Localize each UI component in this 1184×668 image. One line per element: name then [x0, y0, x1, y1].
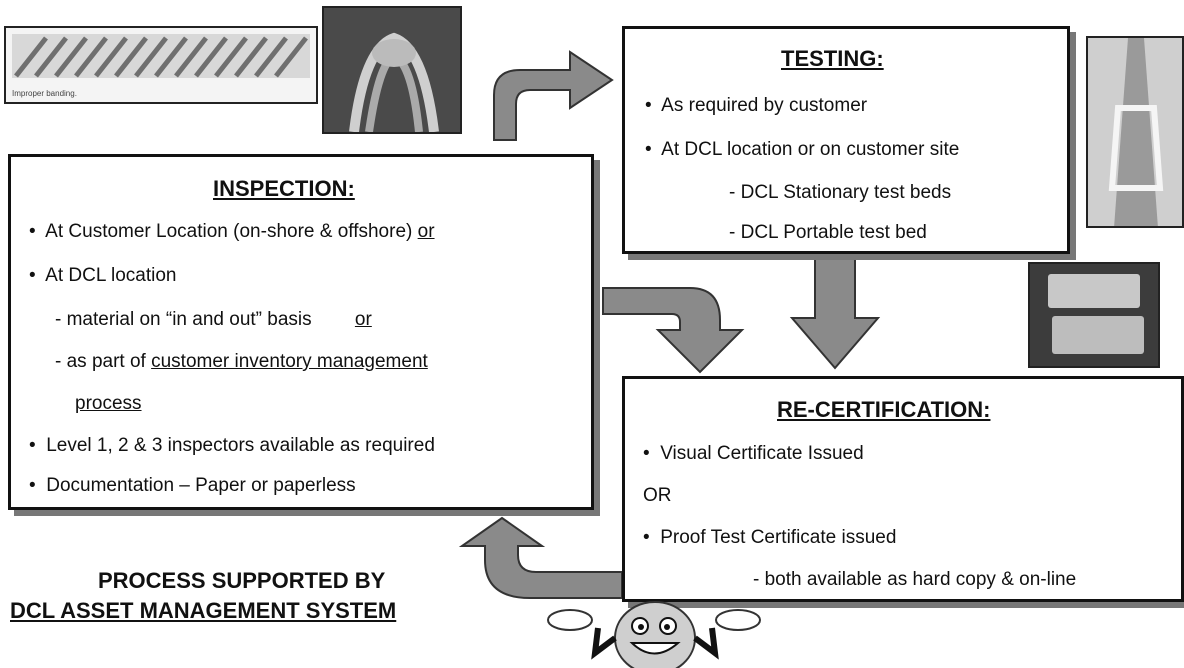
- inspection-item-2: • At DCL location: [29, 265, 177, 286]
- inspection-item-3: • Level 1, 2 & 3 inspectors available as…: [29, 435, 435, 456]
- bullet: •: [29, 221, 36, 242]
- testing-subitem-2: - DCL Portable test bed: [729, 222, 927, 243]
- test-bed-photo: [1086, 36, 1184, 228]
- arrow-inspection-to-testing: [493, 50, 614, 141]
- recert-item-2: • Proof Test Certificate issued: [643, 527, 897, 548]
- wire-rope-image: [12, 34, 310, 78]
- photo-caption: Improper banding.: [12, 89, 77, 98]
- rope-sling-photo: [322, 6, 462, 134]
- wire-rope-photo: Improper banding.: [4, 26, 318, 104]
- mascot-icon: [547, 601, 761, 668]
- testing-subitem-1: - DCL Stationary test beds: [729, 182, 952, 203]
- testing-title: TESTING:: [781, 46, 884, 71]
- testing-box: TESTING: • As required by customer • At …: [622, 26, 1070, 254]
- bullet: •: [645, 139, 652, 160]
- rope-sling-image: [324, 8, 460, 132]
- certificate-tags-photo: [1028, 262, 1160, 368]
- recert-item-1: • Visual Certificate Issued: [643, 443, 864, 464]
- bullet: •: [29, 265, 36, 286]
- recert-or-label: OR: [643, 485, 672, 506]
- recert-subitem-1: - both available as hard copy & on-line: [753, 569, 1077, 590]
- inspection-subitem-1: - material on “in and out” basis or: [55, 309, 372, 330]
- inspection-subitem-2: - as part of customer inventory manageme…: [55, 351, 428, 372]
- testing-item-1: • As required by customer: [645, 95, 868, 116]
- inspection-subitem-2-continued: process: [75, 393, 142, 414]
- inspection-box: INSPECTION: • At Customer Location (on-s…: [8, 154, 594, 510]
- certificate-tags-image: [1030, 264, 1158, 366]
- bullet: •: [643, 527, 650, 548]
- inspection-title: INSPECTION:: [213, 176, 355, 201]
- arrow-testing-to-recert: [789, 257, 881, 370]
- recertification-box: RE-CERTIFICATION: • Visual Certificate I…: [622, 376, 1184, 602]
- arrow-recert-to-inspection: [458, 516, 623, 599]
- arrow-inspection-to-recert: [602, 287, 745, 374]
- inspection-item-4: • Documentation – Paper or paperless: [29, 475, 356, 496]
- test-bed-image: [1088, 38, 1182, 226]
- process-footer-line-2: DCL ASSET MANAGEMENT SYSTEM: [10, 598, 397, 623]
- bullet: •: [29, 475, 36, 496]
- bullet: •: [645, 95, 652, 116]
- inspection-item-1: • At Customer Location (on-shore & offsh…: [29, 221, 435, 242]
- bullet: •: [29, 435, 36, 456]
- bullet: •: [643, 443, 650, 464]
- testing-item-2: • At DCL location or on customer site: [645, 139, 960, 160]
- process-footer-line-1: PROCESS SUPPORTED BY: [98, 568, 386, 593]
- recertification-title: RE-CERTIFICATION:: [777, 397, 991, 422]
